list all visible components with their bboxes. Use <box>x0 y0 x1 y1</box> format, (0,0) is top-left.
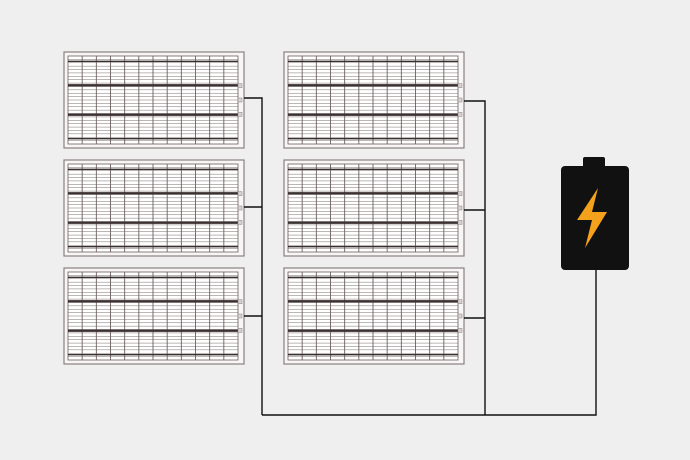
junction-tab <box>457 112 463 117</box>
solar-panel <box>63 267 245 365</box>
junction-tab <box>457 328 463 333</box>
junction-tab <box>457 220 463 225</box>
battery-feed-wire <box>262 270 597 416</box>
junction-tab <box>457 313 463 319</box>
solar-panel <box>63 51 245 149</box>
junction-tab <box>237 328 243 333</box>
junction-tab <box>237 83 243 88</box>
lightning-bolt-icon <box>577 188 607 248</box>
junction-tab <box>457 205 463 211</box>
right-column-bus-wire <box>464 100 486 415</box>
junction-tab <box>457 83 463 88</box>
solar-panel <box>283 267 465 365</box>
left-column-bus-wire <box>244 97 263 415</box>
junction-tab <box>237 313 243 319</box>
junction-tab <box>457 299 463 304</box>
solar-panel-array <box>63 51 465 365</box>
wiring <box>244 97 597 416</box>
battery-terminal <box>583 157 605 168</box>
solar-panel <box>283 159 465 257</box>
junction-tab <box>457 97 463 103</box>
junction-tab <box>237 205 243 211</box>
junction-tab <box>237 97 243 103</box>
solar-panel <box>283 51 465 149</box>
junction-tab <box>237 299 243 304</box>
junction-tab <box>237 191 243 196</box>
junction-tab <box>237 112 243 117</box>
battery <box>561 157 629 270</box>
solar-panel <box>63 159 245 257</box>
junction-tab <box>457 191 463 196</box>
junction-tab <box>237 220 243 225</box>
